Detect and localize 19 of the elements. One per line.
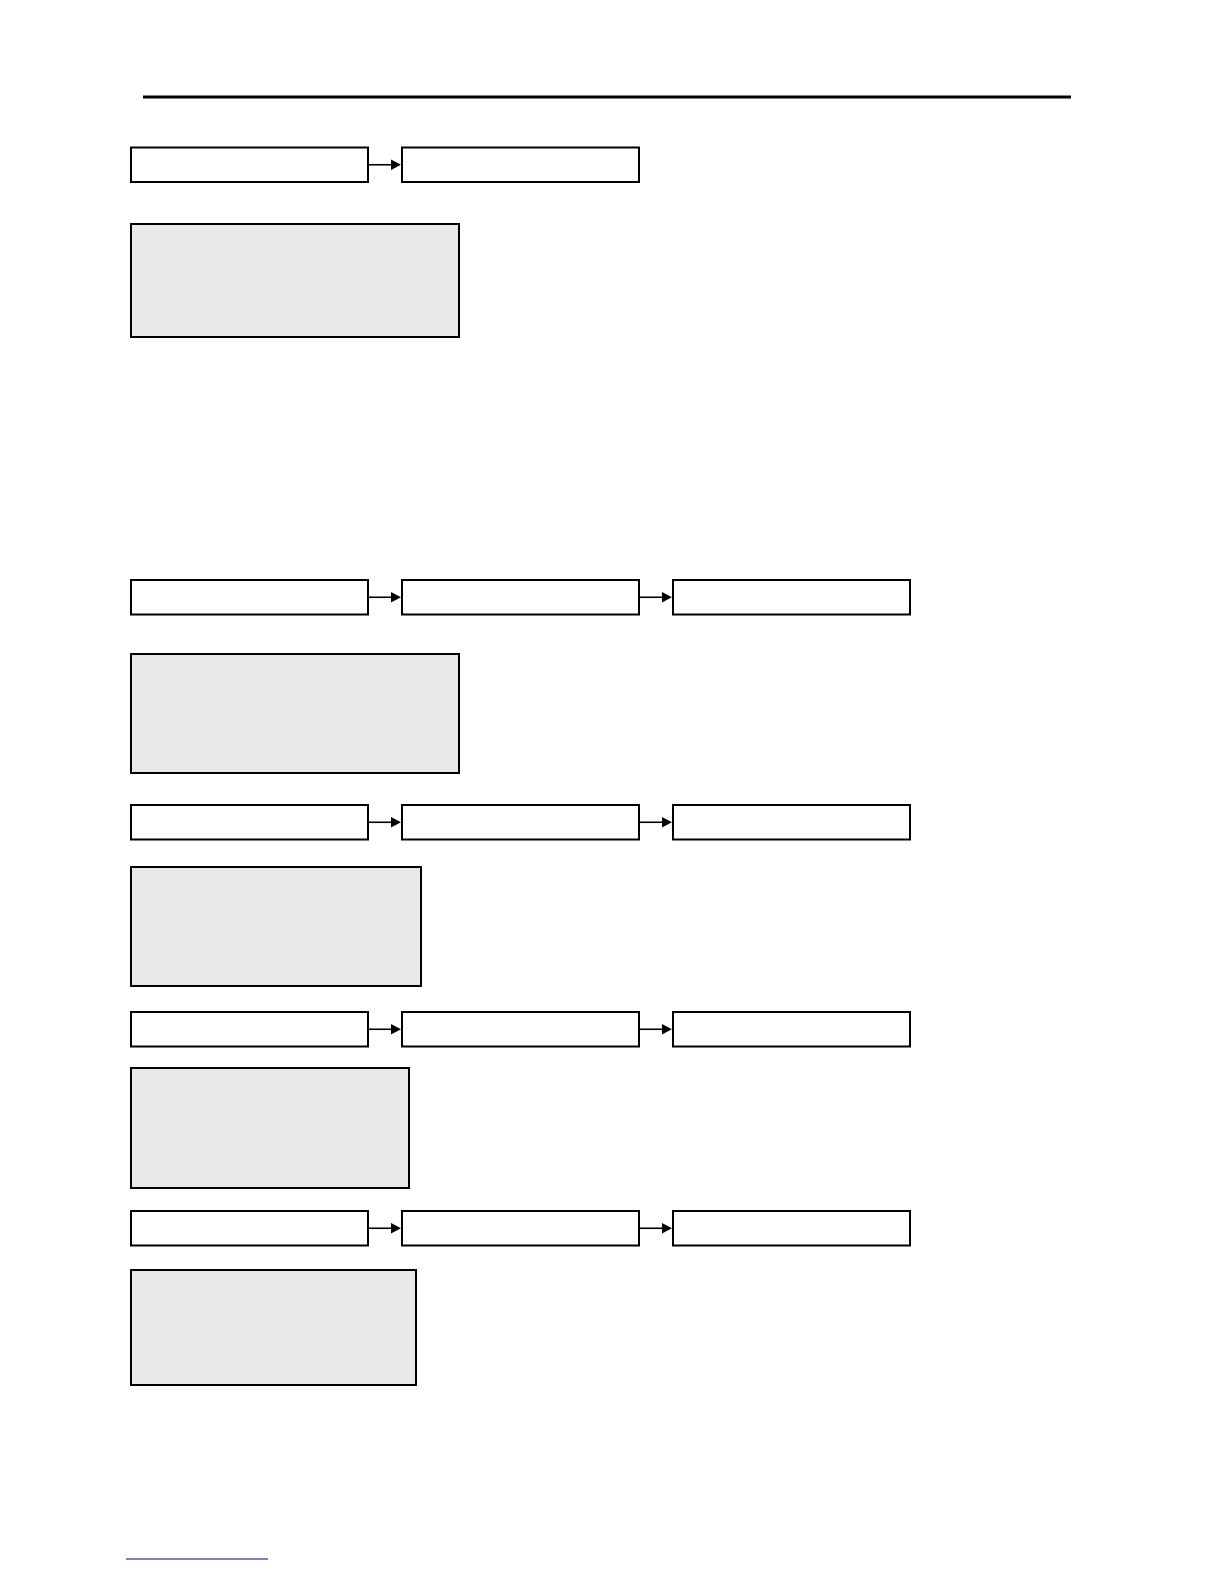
process-box [401, 1210, 640, 1247]
process-box [130, 1011, 369, 1048]
panel [130, 1269, 417, 1386]
process-box [672, 1210, 911, 1247]
process-box [130, 804, 369, 841]
panel [130, 653, 460, 774]
panel [130, 1067, 410, 1189]
process-box [401, 579, 640, 616]
process-box [672, 1011, 911, 1048]
process-box [401, 804, 640, 841]
process-box [130, 1210, 369, 1247]
process-box [672, 579, 911, 616]
panel [130, 866, 422, 987]
process-box [401, 146, 640, 183]
process-box [672, 804, 911, 841]
process-box [401, 1011, 640, 1048]
process-box [130, 146, 369, 183]
panel [130, 223, 460, 338]
process-box [130, 579, 369, 616]
